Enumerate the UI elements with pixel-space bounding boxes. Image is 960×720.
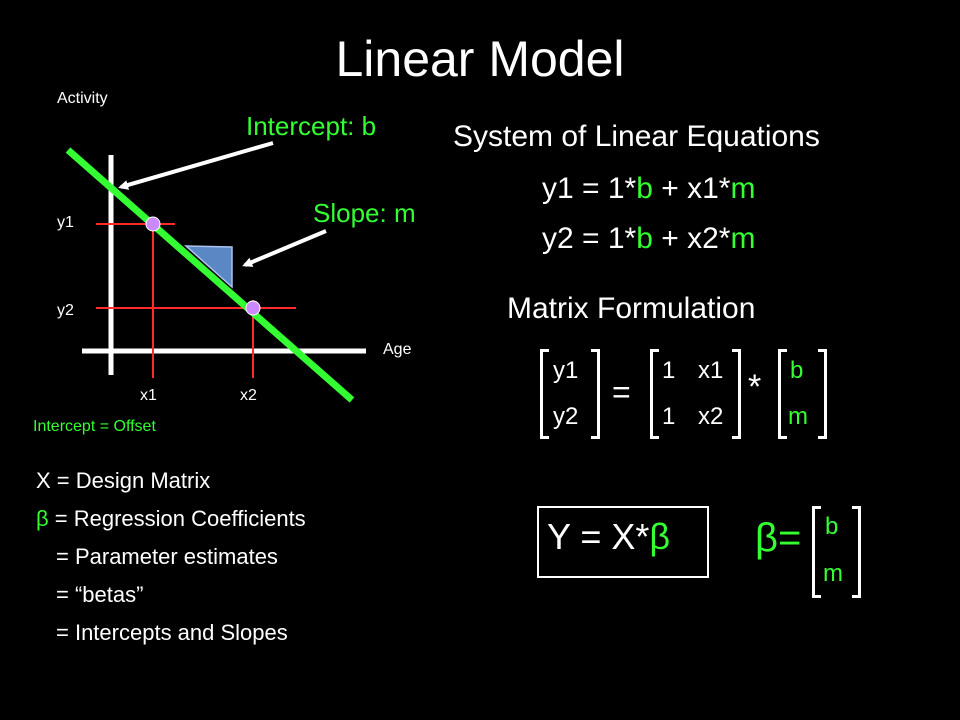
y1-label: y1 [57, 214, 74, 231]
beta-vector-bracket-left [778, 349, 787, 439]
definition-intercepts-slopes: = Intercepts and Slopes [56, 620, 288, 645]
definition-betas: = “betas” [56, 582, 144, 607]
model-equation: Y = X*β [547, 516, 671, 557]
beta-def-bracket-right [852, 506, 861, 598]
intercept-arrow [118, 141, 274, 190]
definition-parameter-estimates: = Parameter estimates [56, 544, 278, 569]
slope-arrow [242, 229, 327, 267]
page-title: Linear Model [335, 31, 625, 87]
y-axis-label: Activity [57, 90, 108, 107]
x1-label: x1 [140, 387, 157, 404]
x-matrix-entry: 1 [662, 403, 676, 430]
intercept-label: Intercept: b [246, 111, 377, 141]
equation-1: y1 = 1*b + x1*m [542, 172, 756, 205]
x-matrix-bracket-right [732, 349, 741, 439]
definition-design-matrix: X = Design Matrix [36, 468, 211, 493]
beta-vector-entry: m [788, 403, 808, 430]
x-axis-label: Age [383, 341, 412, 358]
y-vector-bracket-left [540, 349, 549, 439]
beta-def-entry: m [823, 560, 843, 587]
y-vector-bracket-right [591, 349, 600, 439]
system-heading: System of Linear Equations [453, 120, 820, 153]
beta-def-entry: b [825, 513, 839, 540]
point-2 [245, 300, 261, 316]
beta-definition-symbol: β= [755, 516, 802, 560]
x2-label: x2 [240, 387, 257, 404]
equals-sign: = [612, 374, 631, 410]
multiply-sign: * [748, 368, 762, 406]
matrix-heading: Matrix Formulation [507, 292, 756, 325]
equation-2: y2 = 1*b + x2*m [542, 222, 756, 255]
x-matrix-entry: 1 [662, 357, 676, 384]
beta-vector-entry: b [790, 357, 804, 384]
point-1 [145, 216, 161, 232]
y-vector-entry: y1 [553, 357, 579, 384]
slope-label: Slope: m [313, 198, 416, 228]
x-matrix-entry: x1 [698, 357, 724, 384]
regression-line [65, 147, 355, 403]
model-equation-box [537, 506, 709, 578]
beta-vector-bracket-right [818, 349, 827, 439]
definition-regression-coefficients: β = Regression Coefficients [36, 506, 306, 531]
x-matrix-entry: x2 [698, 403, 724, 430]
x-matrix-bracket-left [650, 349, 659, 439]
y2-label: y2 [57, 302, 74, 319]
intercept-note: Intercept = Offset [33, 418, 156, 435]
slope-triangle [183, 245, 233, 289]
beta-def-bracket-left [812, 506, 821, 598]
y-vector-entry: y2 [553, 403, 579, 430]
